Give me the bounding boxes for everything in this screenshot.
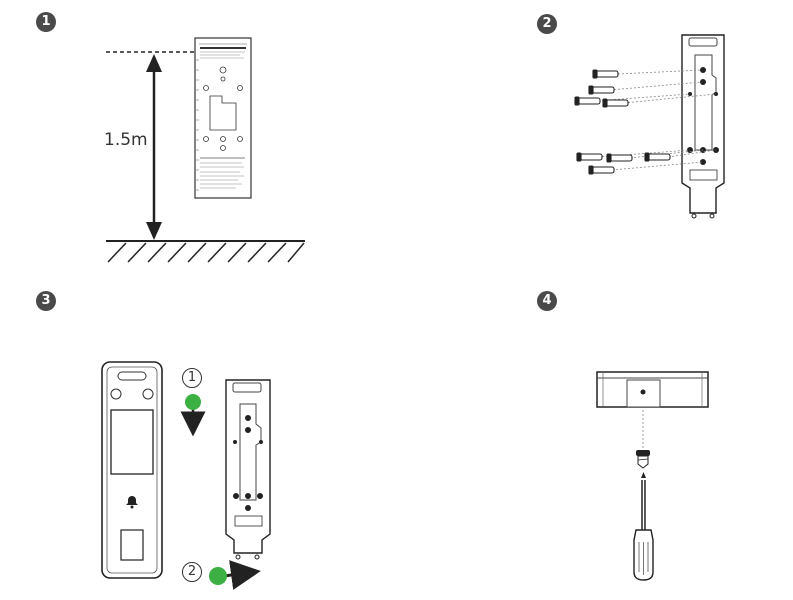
sub-step-2-marker: 2 [182, 562, 202, 582]
back-plate-step-3 [225, 379, 271, 560]
mounting-template-sticker [194, 37, 252, 199]
bottom-screw [636, 450, 650, 469]
device-bottom-view [596, 371, 709, 408]
screw-2 [588, 85, 615, 95]
step-3-badge: 3 [36, 291, 56, 311]
screw-6 [606, 153, 633, 163]
mounting-height-label: 1.5m [104, 130, 148, 150]
screw-5 [576, 152, 603, 162]
sub-step-1-marker: 1 [182, 368, 202, 388]
step-3-illustration [101, 361, 271, 590]
green-indicator-1 [185, 394, 201, 410]
screwdriver-icon [633, 472, 654, 581]
slide-right-arrow [223, 560, 261, 590]
screw-4 [602, 98, 629, 108]
height-arrow-up-head [146, 54, 162, 72]
screw-3 [574, 96, 601, 106]
step-4-badge: 4 [537, 291, 557, 311]
screws [574, 69, 671, 175]
step-2-illustration [574, 34, 725, 219]
step-1-badge: 1 [36, 12, 56, 32]
doorbell-icon [126, 496, 138, 505]
terminal-device [101, 361, 163, 579]
green-indicator-2 [209, 567, 227, 585]
screw-1 [592, 69, 619, 79]
screw-8 [588, 165, 615, 175]
screw-7 [644, 152, 671, 162]
step-2-badge: 2 [537, 14, 557, 34]
wall-plate [681, 34, 725, 219]
floor-hatching [107, 242, 305, 263]
step-1-illustration [106, 37, 305, 263]
height-arrow-down-head [146, 222, 162, 240]
step-4-illustration [596, 371, 709, 581]
